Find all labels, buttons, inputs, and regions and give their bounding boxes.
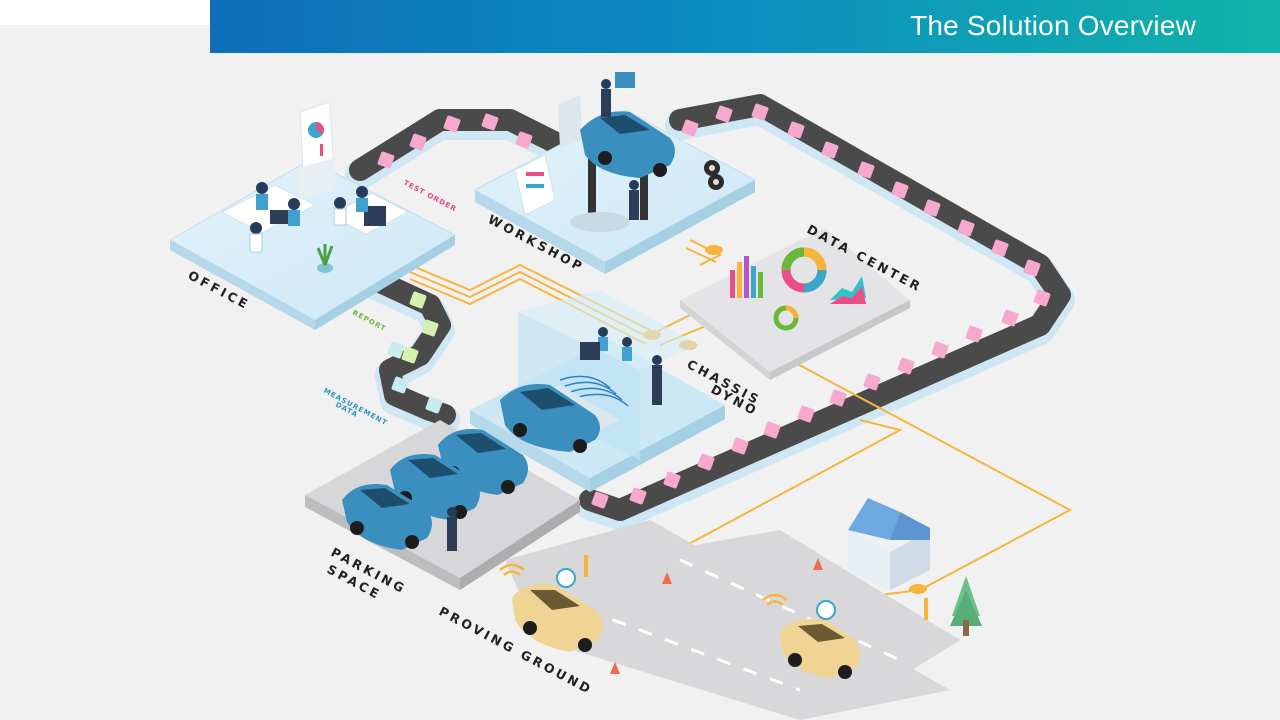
package: [763, 421, 781, 439]
package: [481, 113, 499, 131]
package: [923, 199, 941, 217]
package: [421, 319, 439, 337]
package: [409, 133, 427, 151]
package: [821, 141, 839, 159]
label-report: REPORT: [351, 309, 388, 333]
package: [401, 346, 419, 364]
package: [751, 103, 769, 121]
package: [663, 471, 681, 489]
title-bar: The Solution Overview: [210, 0, 1280, 53]
package: [443, 115, 461, 133]
donut-chart-icon: [781, 247, 827, 293]
speedometer-icon: [556, 568, 836, 620]
plant-icon: [316, 244, 334, 273]
house-icon: [848, 498, 930, 590]
chassis-dyno-zone: [470, 290, 725, 492]
package: [409, 291, 427, 309]
package: [377, 151, 395, 169]
package: [681, 119, 699, 137]
package: [515, 131, 533, 149]
tree-icon: [950, 576, 982, 636]
package: [391, 376, 409, 394]
package: [591, 491, 609, 509]
package: [715, 105, 733, 123]
conveyor-packages: [377, 103, 1051, 509]
package: [797, 405, 815, 423]
package: [697, 453, 715, 471]
package: [787, 121, 805, 139]
bollards: [584, 555, 928, 620]
page-title: The Solution Overview: [910, 10, 1196, 41]
proving-car-1: [512, 583, 603, 652]
package: [931, 341, 949, 359]
area-chart-icon: [830, 276, 866, 304]
wifi-icon: [499, 563, 788, 606]
package: [991, 239, 1009, 257]
package: [965, 325, 983, 343]
lifted-car: [580, 111, 675, 178]
package: [731, 437, 749, 455]
package: [891, 181, 909, 199]
data-center-zone: [680, 228, 910, 380]
package: [897, 357, 915, 375]
package: [829, 389, 847, 407]
traffic-cone-icon: [610, 558, 823, 674]
engineer-figure: [447, 507, 457, 551]
proving-ground-zone: [499, 498, 982, 720]
tire-stack-icon: [704, 160, 724, 190]
package: [863, 373, 881, 391]
analytics-board-icon: [298, 101, 335, 200]
dyno-car: [490, 384, 620, 455]
bar-graph-icon: [730, 256, 763, 298]
top-left-strip: [0, 0, 210, 25]
package: [857, 161, 875, 179]
package: [425, 396, 443, 414]
workshop-zone: [473, 72, 757, 274]
package: [1033, 289, 1051, 307]
office-zone: [168, 101, 457, 330]
parked-cars: [342, 429, 528, 551]
package: [1001, 309, 1019, 327]
package: [387, 341, 405, 359]
package: [629, 487, 647, 505]
car-lift-icon: [570, 140, 648, 232]
parked-car: [342, 484, 432, 550]
proving-car-2: [780, 618, 860, 679]
label-test-order: TEST ORDER: [402, 179, 458, 214]
package: [957, 219, 975, 237]
package: [1023, 259, 1041, 277]
